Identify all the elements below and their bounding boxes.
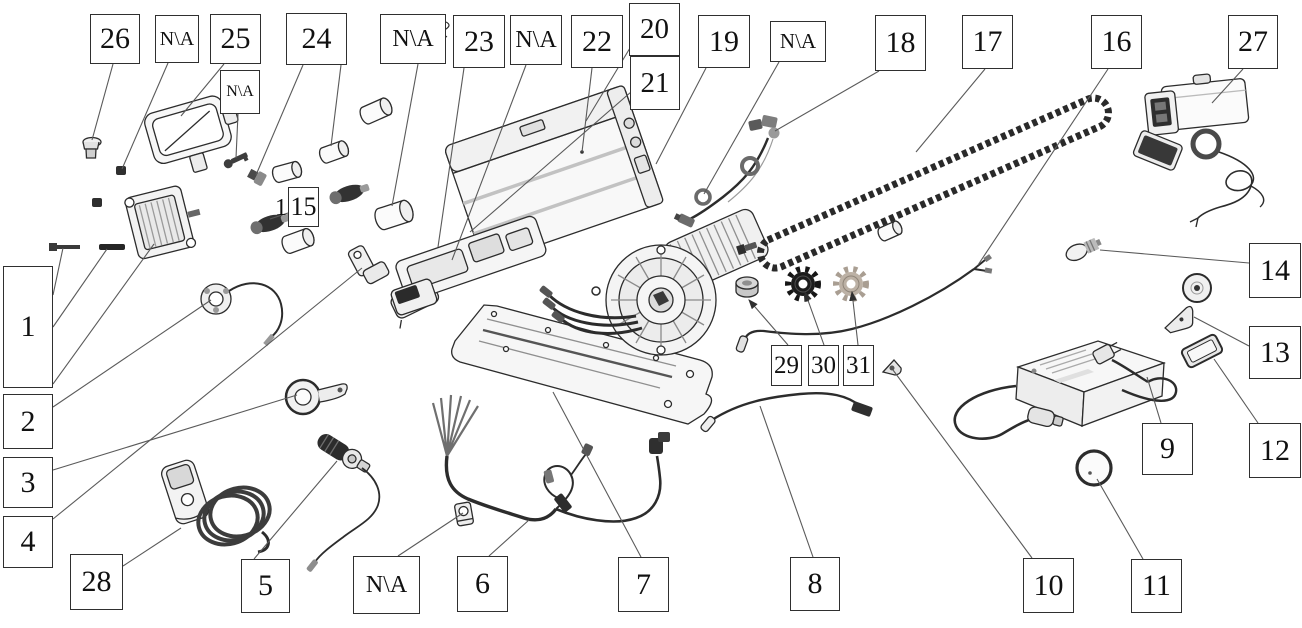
washer-part bbox=[694, 188, 712, 206]
bushing-part bbox=[877, 220, 903, 242]
leader-line bbox=[581, 67, 593, 153]
wire-harness-part bbox=[431, 394, 670, 523]
bulb-part bbox=[1065, 237, 1102, 262]
throttle-grip-part bbox=[306, 434, 381, 572]
relay-part bbox=[390, 278, 438, 316]
leader-line bbox=[849, 290, 859, 346]
leader-line bbox=[1213, 358, 1259, 424]
leader-line bbox=[488, 519, 530, 557]
rect-reflector-part bbox=[1180, 333, 1224, 369]
leader-line bbox=[1096, 478, 1144, 560]
brake-sensor-cable-part bbox=[735, 254, 993, 353]
skid-plate-part bbox=[451, 304, 713, 425]
cable-clamp-part bbox=[454, 501, 474, 527]
leader-line bbox=[469, 91, 632, 233]
leader-line bbox=[451, 64, 527, 261]
lcd-display-part bbox=[144, 95, 239, 173]
washer-part bbox=[740, 156, 760, 176]
mounting-bolt-part bbox=[49, 243, 80, 251]
sprocket-steel-part bbox=[833, 266, 869, 302]
leader-line bbox=[52, 243, 155, 385]
triangle-clip-part bbox=[881, 359, 902, 376]
leader-line bbox=[1193, 316, 1250, 347]
leader-line bbox=[892, 369, 1033, 559]
leader-line bbox=[1146, 376, 1162, 424]
brake-sensor-part bbox=[200, 282, 284, 347]
turn-signal-part bbox=[250, 214, 291, 235]
motor-cables-part bbox=[539, 285, 643, 335]
leader-line bbox=[269, 212, 289, 220]
leader-line bbox=[391, 63, 419, 207]
spring-clip-part bbox=[442, 21, 450, 38]
leader-line bbox=[122, 527, 182, 567]
clip-pin-part bbox=[247, 168, 267, 186]
leader-line bbox=[52, 248, 108, 328]
cable-lock-part bbox=[160, 459, 272, 554]
locknut-part bbox=[92, 198, 102, 207]
leader-line bbox=[397, 512, 464, 557]
turn-signal-part bbox=[329, 184, 370, 205]
sprocket-black-part bbox=[785, 266, 821, 302]
leader-line bbox=[774, 70, 880, 132]
leader-line bbox=[235, 113, 239, 159]
spacer-bushing-part bbox=[735, 276, 759, 298]
reflector-bracket-part bbox=[1164, 305, 1194, 334]
leader-line bbox=[180, 63, 225, 117]
chain-part bbox=[757, 94, 1112, 272]
leader-line bbox=[121, 62, 169, 170]
brake-hose-part bbox=[673, 115, 780, 228]
leader-line bbox=[330, 64, 342, 147]
key-part bbox=[223, 152, 249, 169]
mirror-disc-part bbox=[1075, 449, 1113, 487]
leader-line bbox=[52, 247, 64, 296]
leader-line bbox=[552, 391, 642, 558]
hub-motor-part bbox=[605, 208, 769, 356]
leader-line bbox=[253, 460, 338, 560]
horn-part bbox=[284, 378, 348, 416]
leader-line bbox=[1099, 249, 1250, 264]
battery-charger-part bbox=[953, 340, 1178, 440]
leader-line bbox=[255, 64, 304, 176]
bushing-part bbox=[359, 97, 393, 125]
leader-line bbox=[703, 61, 780, 195]
extension-cable-part bbox=[700, 391, 873, 433]
bushing-part bbox=[281, 227, 315, 255]
bolt-part bbox=[736, 242, 758, 256]
leader-line bbox=[437, 67, 465, 248]
leader-line bbox=[52, 299, 212, 408]
leader-line bbox=[655, 67, 707, 165]
leader-line bbox=[52, 267, 363, 520]
bushing-part bbox=[318, 140, 350, 164]
leader-line bbox=[804, 290, 825, 346]
leader-line bbox=[759, 405, 814, 558]
bushing-part bbox=[374, 199, 414, 231]
leader-line bbox=[52, 394, 298, 471]
locknut-part bbox=[116, 166, 126, 175]
leader-line bbox=[1211, 68, 1244, 104]
bushing-part bbox=[271, 160, 303, 183]
leader-line bbox=[91, 63, 114, 141]
round-reflector-part bbox=[1182, 273, 1212, 303]
folding-bracket-part bbox=[347, 245, 390, 285]
leader-line bbox=[748, 299, 789, 346]
mounting-stud-part bbox=[99, 244, 125, 250]
screw-cap-part bbox=[82, 136, 102, 159]
battery-pack-part bbox=[444, 85, 664, 263]
motor-controller-part bbox=[124, 185, 201, 260]
leader-line bbox=[977, 68, 1109, 266]
leader-line bbox=[915, 68, 986, 153]
usb-phone-charger-part bbox=[1132, 73, 1265, 228]
